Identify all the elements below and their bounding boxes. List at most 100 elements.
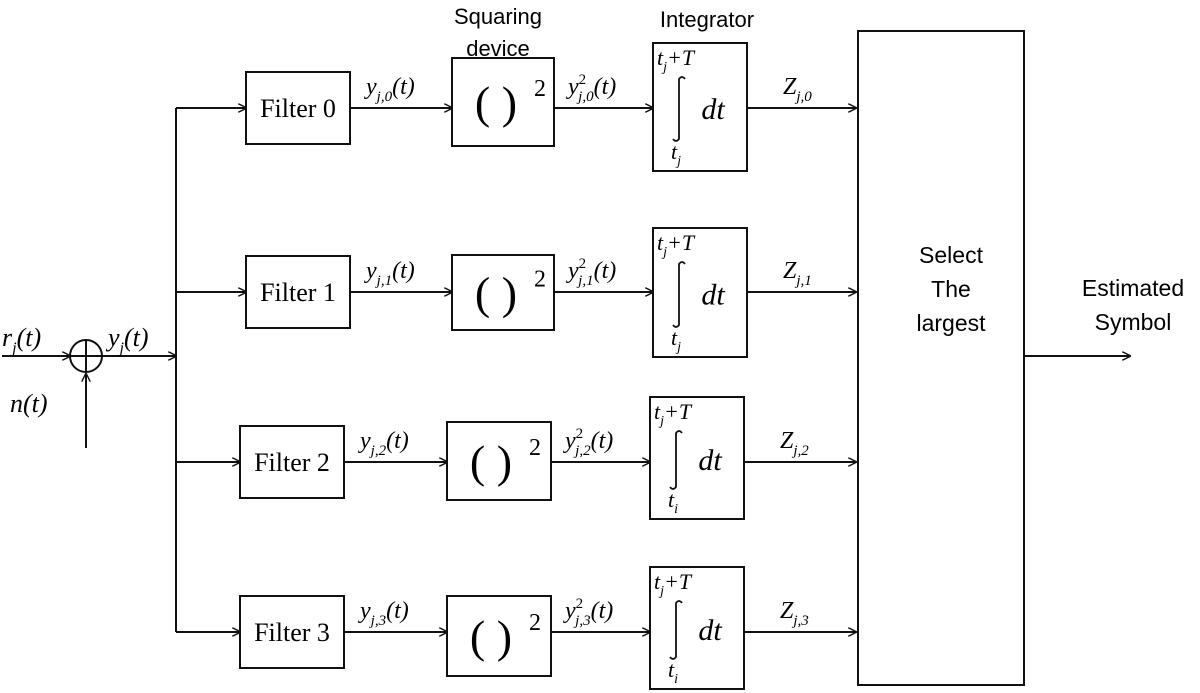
integral-upper-main: t [657, 230, 664, 255]
filter-output-main: y [364, 74, 377, 100]
squaring-box [451, 254, 555, 331]
squared-output-sup: 2 [576, 596, 584, 612]
integral-upper-limit: tj+T [657, 230, 696, 260]
squared-output-sub: j,3 [573, 613, 590, 629]
integral-sign [669, 430, 683, 490]
squared-output-main: y [566, 258, 579, 284]
filter-output-sub: j,1 [375, 273, 392, 289]
integral-upper-limit: tj+T [654, 569, 693, 599]
squared-output-sup: 2 [579, 72, 587, 88]
svg-text:rj(t): rj(t) [2, 323, 41, 357]
integral-upper-main: t [654, 569, 661, 594]
squaring-exponent: 2 [534, 76, 546, 102]
decision-variable-label: Zj,1 [783, 258, 812, 289]
integrator-box [649, 396, 745, 520]
squaring-parens: ( ) [475, 268, 517, 319]
integrator-box [652, 42, 748, 172]
filter-output-arg: (t) [392, 74, 415, 100]
integral-dt: dt [701, 279, 725, 312]
integral-lower-main: t [668, 487, 675, 512]
integral-upper-sub: j [658, 414, 664, 429]
squared-output-sub: j,1 [576, 273, 593, 289]
squared-output-sup: 2 [579, 256, 587, 272]
integral-lower-main: t [668, 657, 675, 682]
integral-lower-sub: j [675, 340, 681, 355]
filter-output-arg: (t) [386, 598, 409, 624]
squared-output-sup: 2 [576, 426, 584, 442]
filter-output-sub: j,0 [375, 89, 393, 105]
integral-upper-main: t [657, 45, 664, 70]
input-signal-label: rj(t) [2, 323, 41, 357]
integral-lower-sub: j [675, 154, 681, 169]
decision-variable-main: Z [783, 74, 797, 100]
integral-upper-sub: j [661, 245, 667, 260]
decision-variable-sub: j,3 [791, 613, 808, 629]
filter-box [239, 595, 345, 669]
filter-output-sub: j,3 [369, 613, 386, 629]
input-r-sub: j [10, 340, 17, 357]
filter-output-arg: (t) [386, 428, 409, 454]
integral-upper-limit: tj+T [654, 399, 693, 429]
selector-line2: The [931, 276, 971, 302]
decision-variable-main: Z [780, 598, 794, 624]
summed-y-sub: j [118, 340, 125, 357]
integral-upper-tail: +T [667, 230, 696, 255]
integral-sign [669, 600, 683, 660]
integral-sign [672, 261, 686, 328]
squaring-exponent: 2 [534, 267, 546, 293]
decision-variable-label: Zj,3 [780, 598, 809, 629]
filter-output-main: y [364, 258, 377, 284]
squared-output-sub: j,2 [573, 443, 591, 459]
integral-dt: dt [698, 614, 722, 647]
filter-label: Filter 1 [260, 278, 336, 307]
integral-lower-limit: tj [671, 139, 681, 169]
integral-lower-limit: tj [671, 325, 681, 355]
integral-upper-sub: j [658, 584, 664, 599]
decision-variable-main: Z [780, 428, 794, 454]
decision-variable-sub: j,1 [794, 273, 811, 289]
summed-y-main: y [105, 323, 120, 352]
filter-box [239, 425, 345, 499]
noise-label: n(t) [10, 389, 48, 418]
integral-lower-limit: ti [668, 487, 678, 517]
filter-output-arg: (t) [392, 258, 415, 284]
filter-output-main: y [358, 428, 371, 454]
integral-lower-main: t [671, 139, 678, 164]
integral-upper-tail: +T [664, 569, 693, 594]
selector-line1: Select [919, 242, 984, 268]
squaring-parens: ( ) [470, 436, 512, 487]
integral-lower-sub: i [674, 672, 678, 687]
decision-variable-sub: j,2 [791, 443, 809, 459]
filter-label: Filter 3 [254, 618, 330, 647]
filter-label: Filter 0 [260, 94, 336, 123]
integrator-box [649, 566, 745, 690]
squaring-header-line2: device [466, 36, 530, 61]
integrator-header: Integrator [660, 7, 754, 32]
filter-box [245, 255, 351, 329]
squaring-exponent: 2 [529, 610, 541, 636]
squared-output-arg: (t) [594, 258, 617, 284]
squaring-header-line1: Squaring [454, 4, 542, 29]
selector-line3: largest [916, 310, 986, 336]
filter-output-label: yj,3(t) [358, 598, 409, 629]
squaring-exponent: 2 [529, 435, 541, 461]
squared-output-main: y [563, 428, 576, 454]
squaring-box [446, 421, 552, 501]
filter-output-sub: j,2 [369, 443, 387, 459]
filter-output-label: yj,0(t) [364, 74, 415, 105]
integral-lower-sub: i [674, 502, 678, 517]
summed-signal-label: yj(t) [105, 323, 149, 357]
squaring-box [446, 595, 552, 677]
decision-variable-label: Zj,2 [780, 428, 809, 459]
squared-output-arg: (t) [594, 74, 617, 100]
summed-y-arg: (t) [124, 323, 149, 352]
